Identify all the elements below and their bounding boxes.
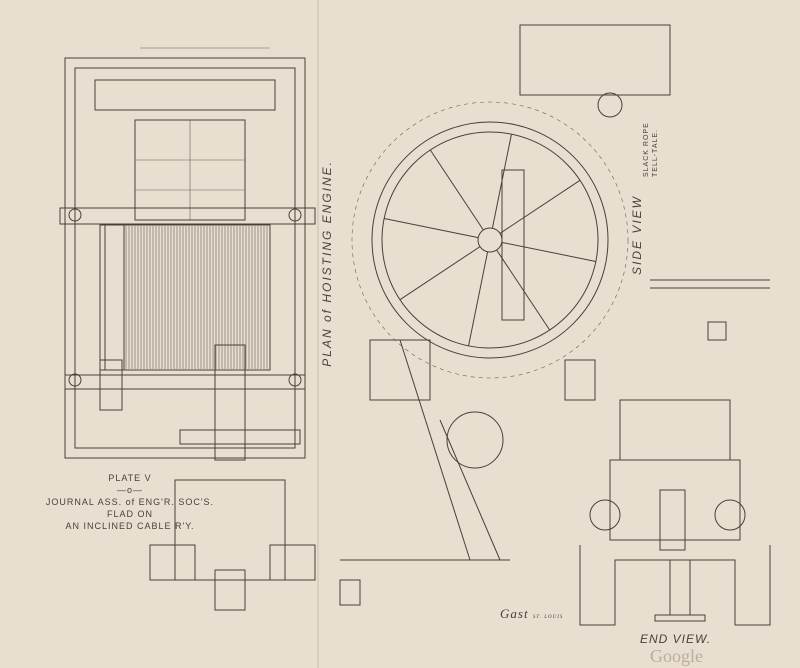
plan-view-drawing [59,47,316,611]
wheel-spoke [429,149,484,231]
wheel-spoke [468,251,489,346]
watermark: Google [650,646,703,666]
journal-name: JOURNAL ASS. of ENG'R. SOC'S. [45,497,215,507]
end-view-title: END VIEW. [640,632,712,646]
wheel-spoke [496,249,551,331]
engraver-city: ST. LOUIS [532,615,564,620]
wheel-spoke [501,241,596,262]
subject-line: AN INCLINED CABLE R'Y. [65,521,195,531]
plan-view-title: PLAN of HOISTING ENGINE. [320,160,334,367]
engraver-name: Gast [500,606,529,621]
plate-caption: PLATE V —o— JOURNAL ASS. of ENG'R. SOC'S… [30,472,230,532]
author-line: FLAD ON [106,509,153,519]
engraver-signature: Gast ST. LOUIS [500,606,563,622]
wheel-spoke [399,246,481,301]
side-view-drawing [339,24,770,606]
caption-divider: —o— [116,485,143,495]
slack-rope-label: SLACK ROPE TELL-TALE. [643,122,659,177]
plate-label: PLATE V [108,473,152,483]
end-view-drawing [579,399,771,626]
wheel-spoke [384,218,479,239]
wheel-spoke [499,179,581,234]
side-view-title: SIDE VIEW [630,195,644,276]
